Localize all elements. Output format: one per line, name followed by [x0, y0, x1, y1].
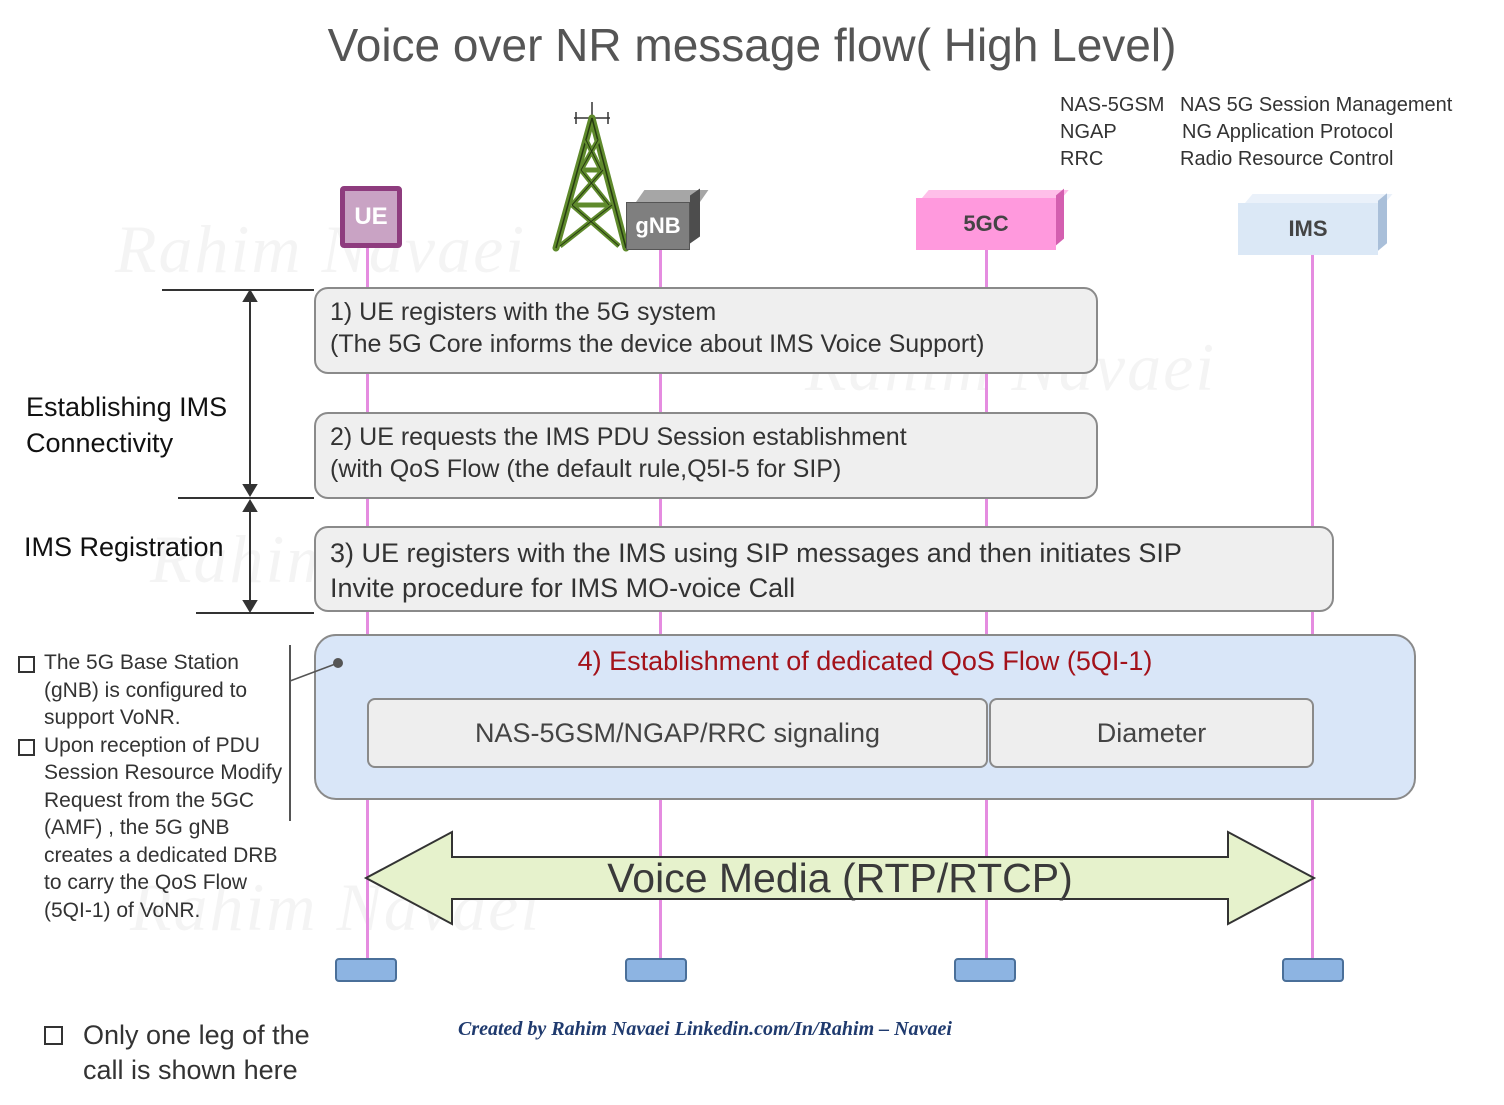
step-3-box: 3) UE registers with the IMS using SIP m… [314, 526, 1334, 612]
abbr-term: RRC [1060, 148, 1104, 170]
phase-label-line: Establishing IMS [26, 392, 228, 422]
phase-label-line: IMS Registration [24, 532, 224, 562]
note-text: The 5G Base Station (gNB) is configured … [44, 651, 248, 729]
checkbox-bullet-icon [18, 656, 35, 673]
step-text-line: 2) UE requests the IMS PDU Session estab… [330, 423, 907, 451]
abbreviation-legend: NAS-5GSM NAS 5G Session Management NGAP … [1060, 94, 1452, 175]
ims-lifeline-end [1282, 958, 1344, 982]
phase-arrows [242, 289, 258, 613]
phase-label-line: Connectivity [26, 428, 174, 458]
abbr-term: NGAP [1060, 121, 1117, 143]
ue-node-label: UE [354, 203, 388, 230]
ue-node: UE [340, 186, 402, 248]
step-4-title: 4) Establishment of dedicated QoS Flow (… [577, 646, 1153, 676]
credit-line: Created by Rahim Navaei Linkedin.com/In/… [458, 1018, 952, 1040]
notes-list: The 5G Base Station (gNB) is configured … [16, 649, 286, 924]
diameter-label: Diameter [1096, 717, 1207, 748]
abbr-term: NAS-5GSM [1060, 94, 1165, 116]
abbr-meaning: NAS 5G Session Management [1180, 94, 1453, 116]
footnote-line: call is shown here [83, 1055, 298, 1085]
cell-tower-icon [552, 102, 630, 252]
note-text: Upon reception of PDU Session Resource M… [44, 733, 283, 922]
diameter-box: Diameter [989, 698, 1314, 768]
step-2-box: 2) UE requests the IMS PDU Session estab… [314, 412, 1098, 499]
note-item: Upon reception of PDU Session Resource M… [16, 732, 286, 925]
gnb-node: gNB [626, 188, 709, 252]
abbr-meaning: NG Application Protocol [1182, 121, 1394, 143]
voice-media-arrow [363, 830, 1317, 926]
step-text-line: Invite procedure for IMS MO-voice Call [330, 573, 796, 603]
signaling-label: NAS-5GSM/NGAP/RRC signaling [474, 717, 881, 748]
ue-lifeline-end [335, 958, 397, 982]
phase-label-registration: IMS Registration [24, 529, 224, 565]
phase-label-connectivity: Establishing IMS Connectivity [26, 389, 227, 461]
phase-divider [178, 497, 314, 499]
5gc-lifeline-end [954, 958, 1016, 982]
ims-node-label: IMS [1288, 216, 1328, 241]
5gc-node: 5GC [916, 188, 1069, 252]
footnote: Only one leg of the call is shown here [40, 1018, 310, 1088]
step-4-box: 4) Establishment of dedicated QoS Flow (… [314, 634, 1416, 800]
abbr-row: NGAP NG Application Protocol [1060, 121, 1393, 148]
abbr-row: NAS-5GSM NAS 5G Session Management [1060, 94, 1452, 121]
watermark: Rahim Navaei [115, 210, 526, 289]
note-item: The 5G Base Station (gNB) is configured … [16, 649, 286, 732]
phase-divider [162, 289, 314, 291]
gnb-node-label: gNB [635, 213, 681, 238]
step-text-line: 1) UE registers with the 5G system [330, 298, 717, 326]
step-text-line: (with QoS Flow (the default rule,Q5I-5 f… [330, 455, 842, 483]
checkbox-bullet-icon [18, 738, 35, 756]
abbr-meaning: Radio Resource Control [1180, 148, 1394, 170]
voice-media-label: Voice Media (RTP/RTCP) [607, 855, 1073, 901]
5gc-node-label: 5GC [963, 211, 1009, 236]
abbr-row: RRC Radio Resource Control [1060, 148, 1393, 175]
note-connector [289, 658, 343, 682]
step-text-line: (The 5G Core informs the device about IM… [330, 330, 985, 358]
gnb-lifeline-end [625, 958, 687, 982]
step-1-box: 1) UE registers with the 5G system (The … [314, 287, 1098, 374]
signaling-box: NAS-5GSM/NGAP/RRC signaling [367, 698, 988, 768]
checkbox-bullet-icon [44, 1026, 63, 1045]
ims-node: IMS [1238, 193, 1393, 256]
step-text-line: 3) UE registers with the IMS using SIP m… [330, 538, 1182, 568]
phase-divider [196, 612, 314, 614]
note-bracket [289, 645, 291, 821]
page-title: Voice over NR message flow( High Level) [327, 19, 1177, 71]
footnote-line: Only one leg of the [83, 1020, 310, 1050]
